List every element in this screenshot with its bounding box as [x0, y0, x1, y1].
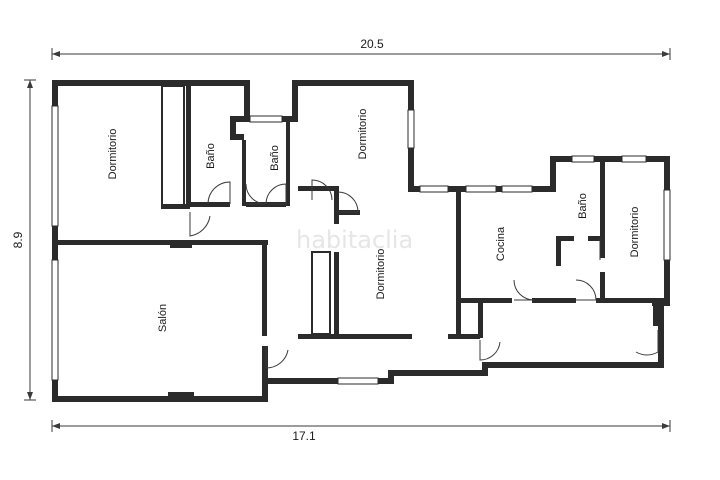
watermark-logo: habitaclia: [296, 226, 413, 254]
room-label-bano-1: Baño: [205, 143, 217, 169]
doors: [189, 179, 659, 369]
interior-walls: [52, 85, 664, 339]
dimension-left-label: 8.9: [11, 231, 25, 248]
dimension-bottom-label: 17.1: [292, 429, 316, 443]
dimension-top: 20.5: [51, 37, 671, 60]
room-label-salon: Salón: [157, 304, 169, 332]
dimension-left: 8.9: [11, 79, 36, 401]
room-label-bano-3: Baño: [577, 193, 589, 219]
windows: [51, 105, 671, 398]
room-labels: Dormitorio Baño Baño Dormitorio Salón Do…: [107, 109, 641, 332]
dimension-bottom: 17.1: [51, 420, 671, 443]
room-label-dormitorio-2: Dormitorio: [357, 109, 369, 160]
room-label-cocina: Cocina: [495, 226, 507, 261]
dimension-top-label: 20.5: [360, 37, 384, 51]
room-label-dormitorio-4: Dormitorio: [629, 207, 641, 258]
room-label-dormitorio-1: Dormitorio: [107, 129, 119, 180]
room-label-bano-2: Baño: [269, 145, 281, 171]
room-label-dormitorio-3: Dormitorio: [375, 249, 387, 300]
